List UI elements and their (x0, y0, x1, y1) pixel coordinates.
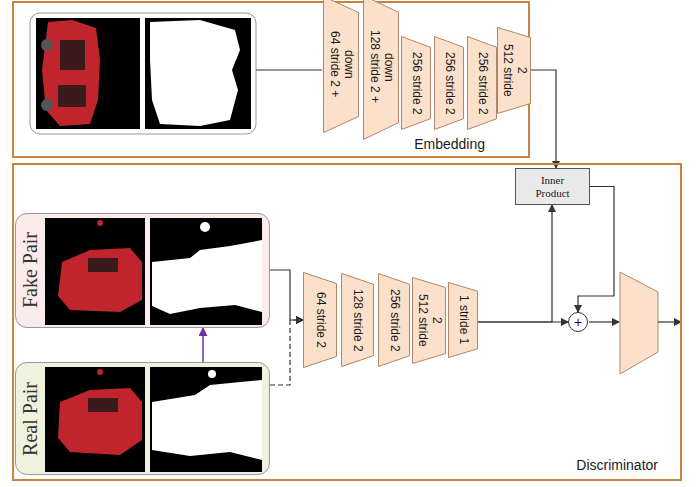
conv-layer: 512 stride 2 (412, 277, 446, 364)
car-window (58, 85, 86, 107)
conv-layer: 1 stride 1 (448, 282, 478, 358)
layer-label: 256 stride 2 (442, 52, 456, 115)
layer-label: 128 stride 2 + down (367, 16, 395, 118)
trapezoid (468, 37, 497, 130)
mask-shape (152, 240, 262, 314)
pair-ground (15, 362, 270, 475)
data-flow-arrow (270, 270, 303, 320)
sum-sign: + (574, 315, 582, 329)
mask-fragment (208, 370, 216, 378)
trapezoid (304, 273, 337, 368)
layer-label: 256 stride 2 (475, 52, 489, 115)
trapezoid (324, 0, 359, 132)
conv-layer: 64 stride 2 + down (323, 0, 359, 133)
trapezoid (449, 283, 478, 358)
layer-label: 64 stride 2 + down (327, 16, 355, 112)
trapezoid (342, 274, 374, 367)
car-fragment (97, 369, 103, 375)
trapezoid (498, 27, 531, 113)
trapezoid (364, 0, 399, 139)
conv-layer: 256 stride 2 (378, 273, 410, 367)
trapezoid (379, 274, 410, 367)
input-line (256, 69, 322, 70)
car-window (88, 258, 118, 272)
pair-label: Fake Pair (19, 232, 42, 308)
trapezoid (435, 37, 464, 130)
mask-fragment (200, 222, 210, 232)
module-frame: Discriminator Fake PairReal Pair 64 stride… (12, 163, 682, 481)
car-image (45, 367, 145, 472)
conv-layer: 64 stride 2 (303, 272, 337, 368)
car-shape (58, 248, 142, 312)
trapezoid (402, 37, 431, 130)
conv-layer: 256 stride 2 (401, 36, 431, 130)
output-layer (620, 272, 658, 374)
layer-label: 256 stride 2 (387, 289, 401, 352)
layer-label: 256 stride 2 (409, 52, 423, 115)
sum-node: + (568, 312, 588, 332)
car-shape (58, 388, 142, 455)
car-window (60, 40, 85, 70)
data-flow-arrow (478, 205, 552, 322)
image-pair-box: Fake Pair (15, 213, 270, 328)
layer-label: 1 stride 1 (456, 295, 470, 344)
layer-label: 128 stride 2 (351, 289, 365, 352)
pairing-arrow (202, 328, 204, 362)
data-flow-arrow (578, 187, 614, 313)
data-flow-arrow (270, 320, 303, 385)
mask-shape (152, 380, 262, 460)
mask-image (150, 367, 262, 472)
operation-box: Inner Product (515, 168, 590, 205)
operation-label: Inner Product (529, 174, 577, 198)
car-fragment (97, 220, 103, 226)
layer-label: 64 stride 2 (313, 292, 327, 348)
conv-layer: 256 stride 2 (467, 36, 497, 130)
image-pair-box: Real Pair (15, 362, 270, 475)
image-pair-frame (30, 13, 256, 134)
module-label: Embedding (414, 136, 485, 152)
mask-shape (150, 20, 240, 126)
conv-layer: 128 stride 2 (341, 273, 374, 367)
car-window (88, 398, 118, 412)
conv-layer: 128 stride 2 + down (363, 0, 399, 140)
data-flow-arrow (531, 70, 556, 168)
car-wheel (41, 99, 53, 111)
pair-ground (15, 213, 270, 328)
car-image (36, 18, 140, 129)
module-label: Discriminator (576, 457, 658, 473)
output-line (658, 321, 681, 322)
sum-line (589, 321, 619, 322)
conv-layer: 256 stride 2 (434, 36, 464, 130)
trapezoid (413, 277, 446, 363)
car-wheel (41, 39, 53, 51)
layer-label: 512 stride 2 (500, 41, 528, 99)
mask-image (150, 218, 262, 325)
car-image (45, 218, 145, 325)
pair-label: Real Pair (19, 382, 42, 456)
car-shape (42, 20, 100, 126)
mask-image (145, 18, 251, 129)
module-frame: Embedding 64 stride 2 + down 128 stride 2 … (12, 1, 530, 158)
conv-layer: 512 stride 2 (497, 27, 531, 114)
layer-label: 512 stride 2 (415, 291, 443, 349)
